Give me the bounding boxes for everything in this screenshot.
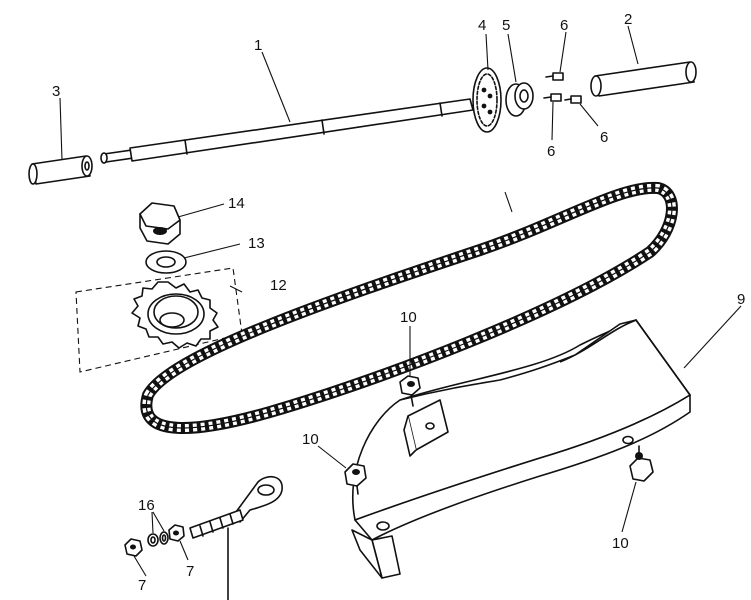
label-bolt-guard-right: 10 (612, 535, 629, 552)
washer (145, 250, 187, 274)
tensioner-eye-bolt (189, 475, 283, 600)
chain (140, 181, 678, 434)
leader-lines (59, 25, 742, 577)
nut-left (124, 538, 143, 557)
hub (505, 82, 534, 117)
label-axle: 1 (254, 37, 262, 54)
nut (139, 202, 181, 245)
bolt-guard-top (399, 375, 421, 407)
label-bolt-guard-top: 10 (400, 309, 417, 326)
axle-sleeve-right (590, 61, 697, 97)
label-washer: 13 (248, 235, 265, 252)
bolt-guard-right (629, 445, 654, 482)
bolt-right (564, 95, 582, 104)
part-labels: 1 2 3 4 5 6 6 6 9 10 10 10 12 13 14 16 7… (52, 11, 745, 594)
label-sprocket-small: 4 (478, 17, 486, 34)
label-bolt-guard-left: 10 (302, 431, 319, 448)
bolt-top (545, 72, 564, 81)
label-washers: 16 (138, 497, 155, 514)
bolt-guard-left (344, 463, 367, 495)
axle (100, 98, 474, 164)
label-nut: 14 (228, 195, 245, 212)
label-bolt-bottom: 6 (547, 143, 555, 160)
label-hub: 5 (502, 17, 510, 34)
sprocket-assembly (75, 267, 243, 373)
bolt-bottom (543, 93, 562, 102)
label-nut-left: 7 (138, 577, 146, 594)
sprocket-small (472, 67, 502, 133)
label-sprocket-assembly: 12 (270, 277, 287, 294)
label-chain-guard: 9 (737, 291, 745, 308)
label-bolt-top: 6 (560, 17, 568, 34)
axle-sleeve-left (28, 155, 93, 185)
label-axle-sleeve-right: 2 (624, 11, 632, 28)
label-bolt-right: 6 (600, 129, 608, 146)
nut-right (168, 524, 185, 542)
chain-guard (351, 319, 691, 579)
washers-pair (147, 531, 169, 547)
label-axle-sleeve-left: 3 (52, 83, 60, 100)
label-nut-right: 7 (186, 563, 194, 580)
